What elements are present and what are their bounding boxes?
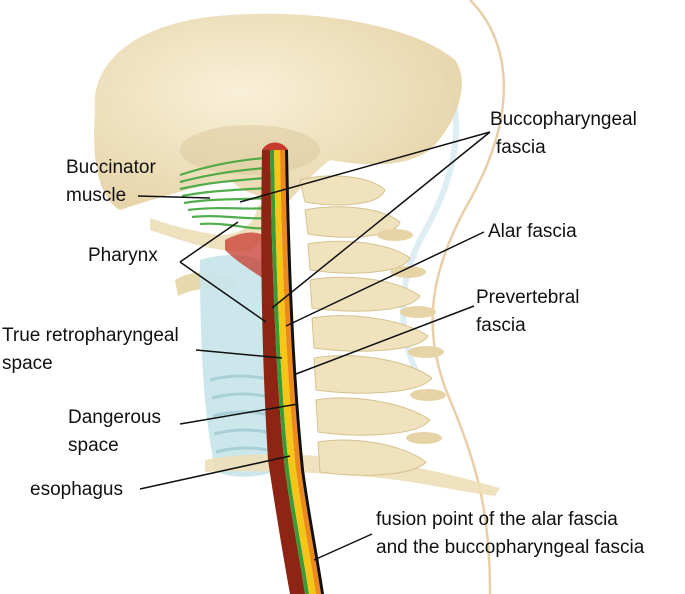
label-pharynx: Pharynx	[88, 245, 158, 266]
leader-fusion	[313, 533, 373, 561]
label-dangerous-space: Dangerous space	[68, 407, 161, 456]
label-esophagus: esophagus	[30, 479, 123, 500]
fascia-top-cap	[262, 142, 288, 150]
label-prevertebral-fascia: Prevertebral fascia	[476, 287, 580, 336]
label-buccinator-muscle: Buccinator muscle	[66, 157, 156, 206]
skull-shadow	[180, 125, 320, 175]
cervical-vertebrae	[299, 175, 433, 476]
prevertebral-fascia-black-layer	[285, 150, 324, 594]
leader-pharynx-upper	[179, 221, 239, 263]
leader-bucco-upper	[239, 131, 491, 203]
label-alar-fascia: Alar fascia	[488, 221, 577, 242]
label-fusion-point: fusion point of the alar fascia and the …	[376, 509, 645, 558]
alar-fascia-yellow-layer	[274, 150, 316, 594]
leader-bucco-lower	[271, 131, 491, 309]
buccinator-muscle	[179, 156, 267, 230]
leader-true-retro	[195, 349, 283, 359]
leader-lines	[137, 131, 491, 561]
label-buccopharyngeal-fascia: Buccopharyngeal fascia	[490, 109, 637, 158]
leader-dangerous	[179, 403, 299, 425]
dangerous-space-orange-layer	[280, 150, 321, 594]
esophagus	[261, 150, 305, 594]
leader-pharynx-lower	[179, 261, 267, 323]
leader-buccinator	[137, 195, 211, 199]
pharynx-wall	[225, 232, 266, 280]
label-true-retropharyngeal-space: True retropharyngeal space	[2, 325, 179, 374]
spinous-processes	[377, 229, 446, 444]
leader-esophagus	[139, 455, 291, 490]
buccopharyngeal-green-layer	[270, 150, 309, 594]
trachea	[200, 255, 280, 477]
leader-alar	[285, 231, 485, 327]
skull	[94, 13, 462, 210]
leader-prevertebral	[295, 305, 475, 375]
